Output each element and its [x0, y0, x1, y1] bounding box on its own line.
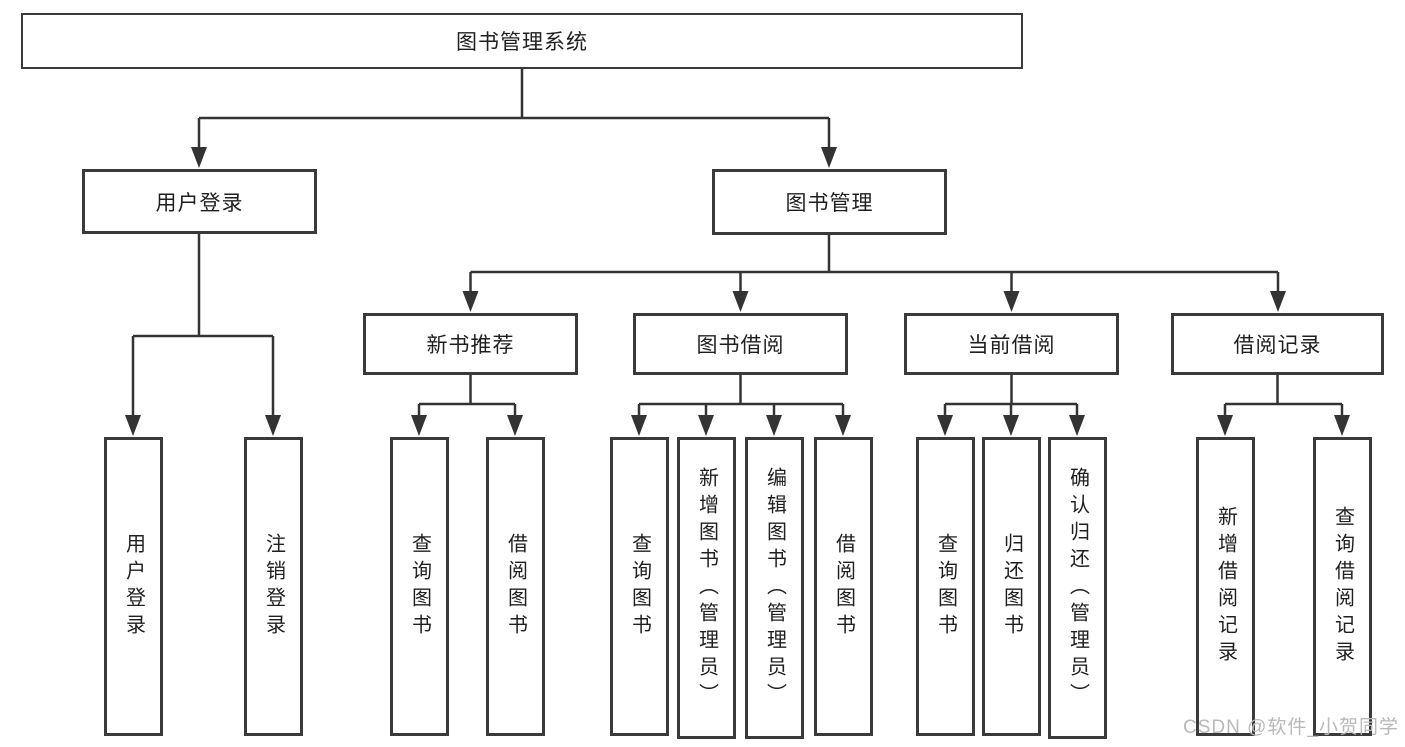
leaf-add-borrow-record: 新增借阅记录: [1196, 437, 1255, 736]
node-new-book-recommend: 新书推荐: [363, 313, 578, 375]
node-root: 图书管理系统: [21, 13, 1023, 69]
node-borrow-records: 借阅记录: [1171, 313, 1384, 375]
leaf-query-book-current: 查询图书: [916, 437, 975, 736]
leaf-borrow-book-recommend-label: 借阅图书: [504, 532, 527, 641]
node-book-borrow-label: 图书借阅: [696, 334, 785, 357]
node-root-label: 图书管理系统: [456, 31, 588, 54]
leaf-query-book-borrow: 查询图书: [610, 437, 669, 736]
leaf-confirm-return-admin: 确认归还（管理员）: [1048, 437, 1107, 739]
node-book-management-label: 图书管理: [785, 192, 874, 215]
leaf-user-login: 用户登录: [104, 437, 163, 736]
arrowhead-icons: [125, 147, 1350, 436]
watermark: CSDN @软件_小贺同学: [1183, 717, 1399, 738]
leaf-edit-book-admin: 编辑图书（管理员）: [745, 437, 804, 739]
leaf-add-book-admin: 新增图书（管理员）: [677, 437, 736, 739]
leaf-query-book-recommend: 查询图书: [390, 437, 449, 736]
leaf-edit-book-admin-label: 编辑图书（管理员）: [763, 466, 786, 710]
node-user-login: 用户登录: [82, 169, 317, 234]
node-borrow-records-label: 借阅记录: [1233, 334, 1322, 357]
leaf-add-borrow-record-label: 新增借阅记录: [1214, 505, 1237, 668]
leaf-query-book-borrow-label: 查询图书: [628, 532, 651, 641]
leaf-borrow-book: 借阅图书: [814, 437, 873, 736]
leaf-return-book-label: 归还图书: [1000, 532, 1023, 641]
connector-lines: [131, 69, 1344, 429]
node-book-borrow: 图书借阅: [633, 313, 848, 375]
leaf-confirm-return-admin-label: 确认归还（管理员）: [1066, 466, 1089, 710]
leaf-borrow-book-label: 借阅图书: [832, 532, 855, 641]
node-book-management: 图书管理: [712, 169, 947, 235]
leaf-borrow-book-recommend: 借阅图书: [486, 437, 545, 736]
leaf-user-login-label: 用户登录: [122, 532, 145, 641]
leaf-query-borrow-record: 查询借阅记录: [1313, 437, 1372, 736]
leaf-query-borrow-record-label: 查询借阅记录: [1331, 505, 1354, 668]
node-new-book-recommend-label: 新书推荐: [426, 334, 515, 357]
node-current-borrow-label: 当前借阅: [967, 334, 1056, 357]
leaf-add-book-admin-label: 新增图书（管理员）: [695, 466, 718, 710]
node-current-borrow: 当前借阅: [904, 313, 1119, 375]
leaf-return-book: 归还图书: [982, 437, 1041, 736]
leaf-logout: 注销登录: [244, 437, 303, 736]
leaf-logout-label: 注销登录: [262, 532, 285, 641]
leaf-query-book-recommend-label: 查询图书: [408, 532, 431, 641]
leaf-query-book-current-label: 查询图书: [934, 532, 957, 641]
node-user-login-label: 用户登录: [155, 191, 244, 215]
